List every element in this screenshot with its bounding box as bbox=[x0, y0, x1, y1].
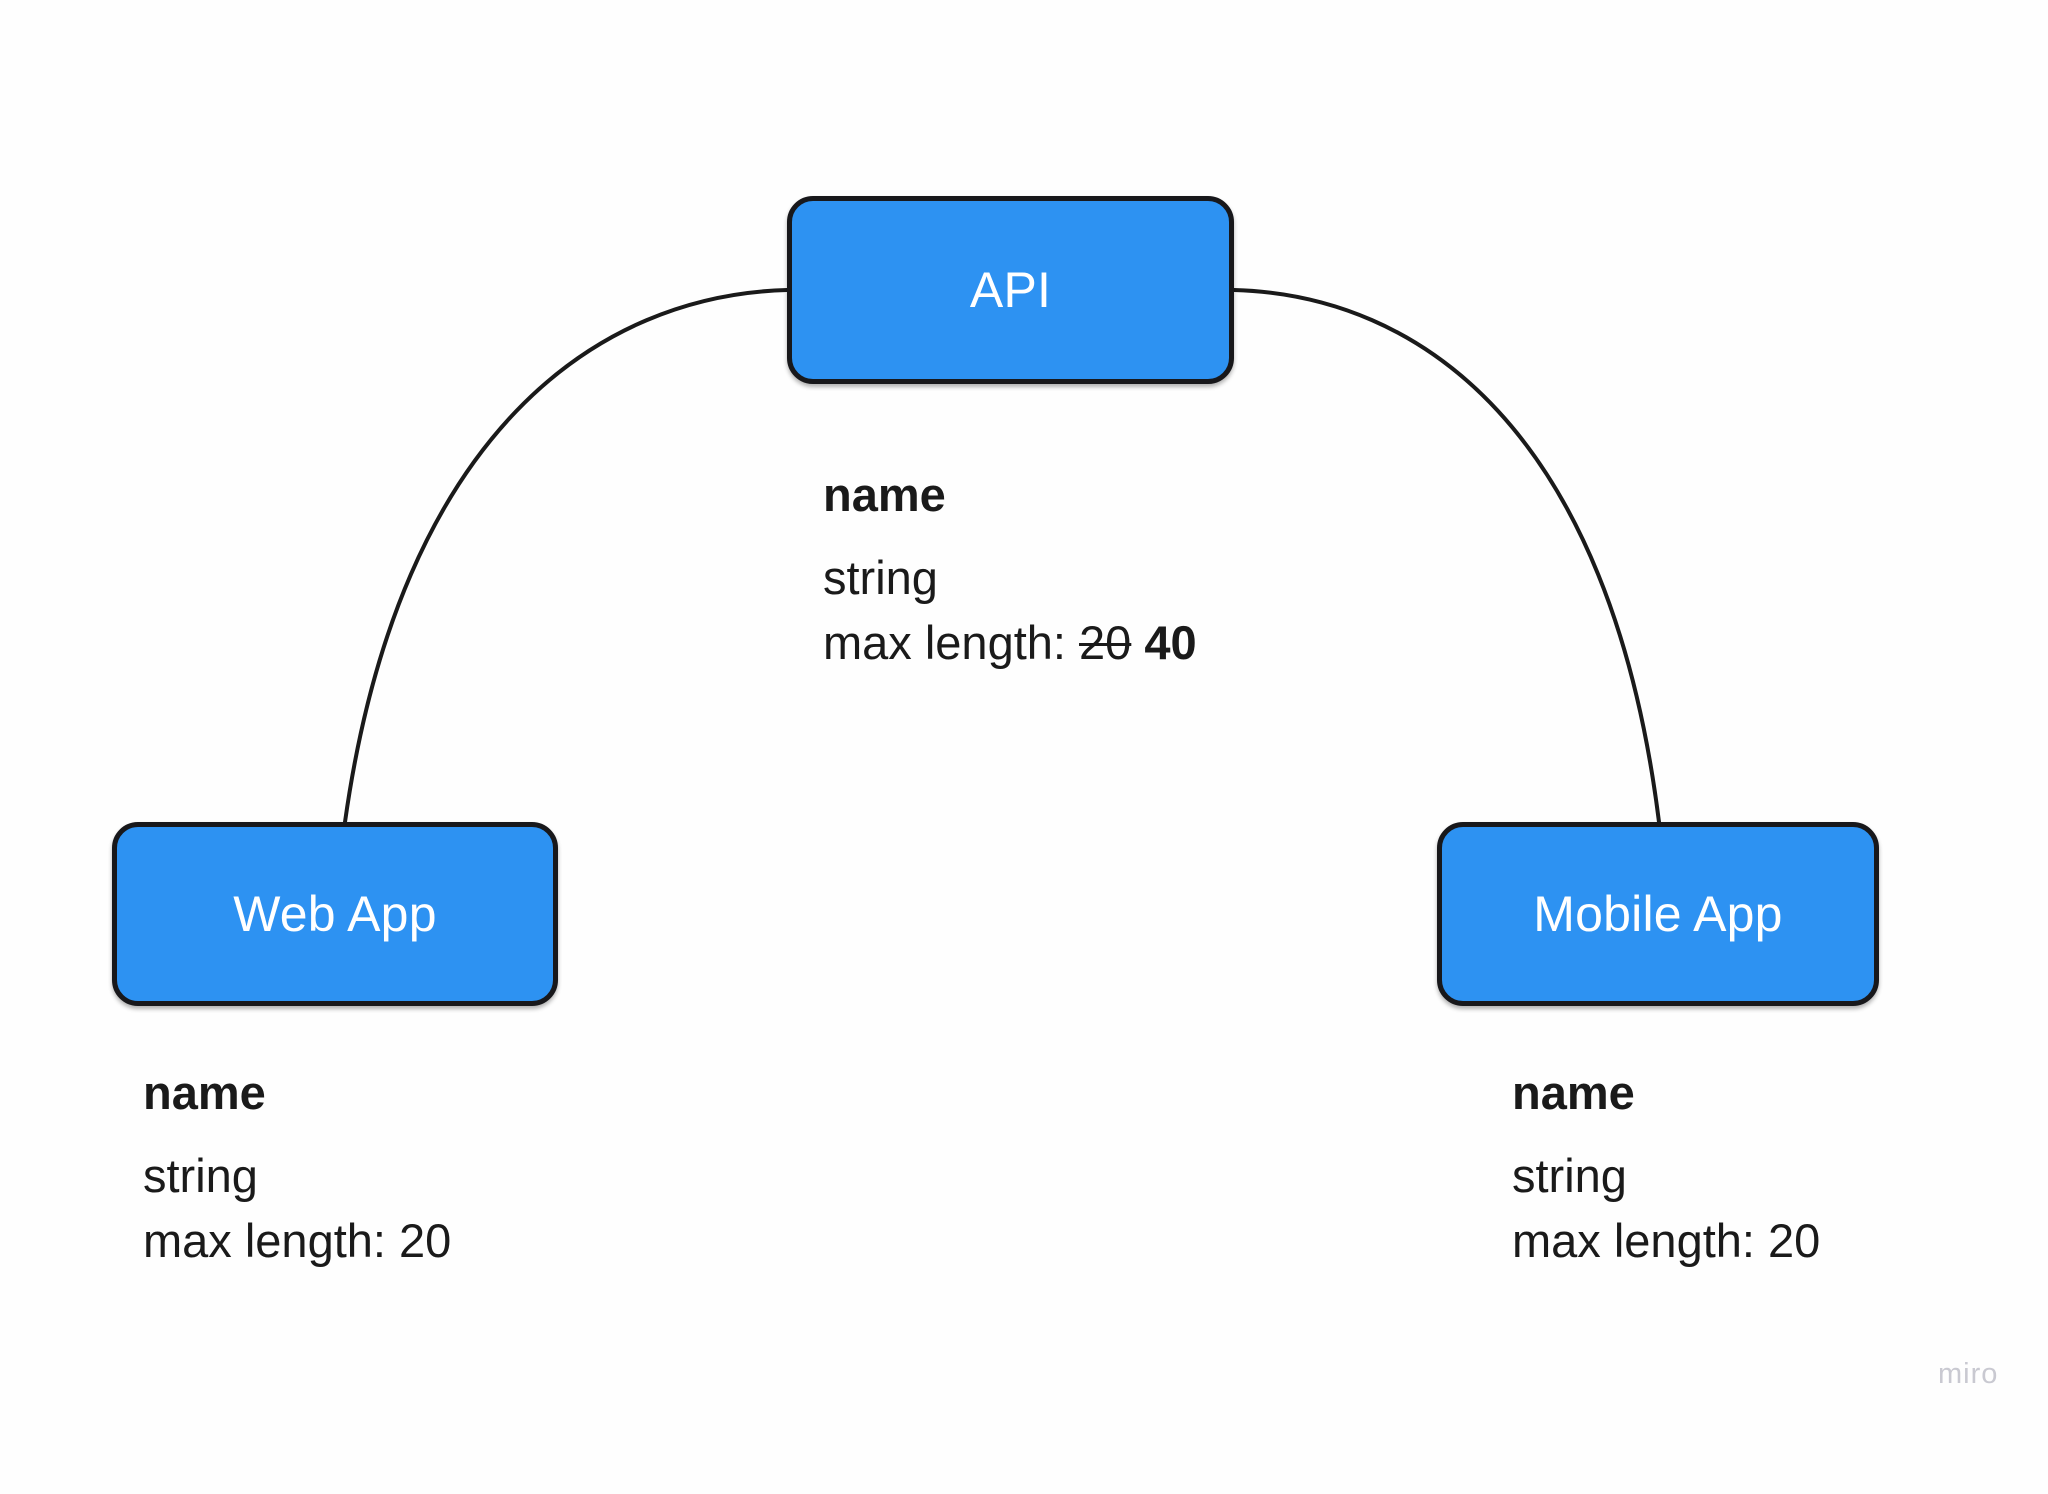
node-mobile-app[interactable]: Mobile App bbox=[1437, 822, 1879, 1006]
annotation-web-app-constraint-value: 20 bbox=[399, 1213, 452, 1267]
annotation-api-constraint: max length: 20 40 bbox=[823, 611, 1197, 676]
annotation-web-app-constraint: max length: 20 bbox=[143, 1209, 451, 1274]
annotation-mobile-app-field-name: name bbox=[1512, 1066, 1635, 1119]
node-api-label: API bbox=[969, 262, 1052, 318]
connector-api-to-mobile[interactable] bbox=[1232, 288, 1661, 824]
annotation-api-constraint-old-value: 20 bbox=[1079, 615, 1132, 669]
annotation-api-constraint-label: max length: bbox=[823, 615, 1066, 669]
annotation-api-field-name: name bbox=[823, 468, 946, 521]
miro-watermark: miro bbox=[1938, 1358, 1999, 1390]
annotation-mobile-app: name string max length: 20 bbox=[1512, 1061, 1820, 1274]
annotation-api-constraint-new-value: 40 bbox=[1144, 615, 1197, 669]
annotation-mobile-app-constraint-value: 20 bbox=[1768, 1213, 1821, 1267]
annotation-mobile-app-constraint-label: max length: bbox=[1512, 1213, 1755, 1267]
annotation-mobile-app-field-type: string bbox=[1512, 1148, 1627, 1202]
annotation-api-field-type: string bbox=[823, 550, 938, 604]
annotation-web-app: name string max length: 20 bbox=[143, 1061, 451, 1274]
annotation-web-app-field-type: string bbox=[143, 1148, 258, 1202]
connector-api-to-web[interactable] bbox=[343, 288, 789, 824]
node-api[interactable]: API bbox=[787, 196, 1234, 384]
annotation-web-app-constraint-label: max length: bbox=[143, 1213, 386, 1267]
annotation-web-app-field-name: name bbox=[143, 1066, 266, 1119]
node-mobile-app-label: Mobile App bbox=[1533, 886, 1783, 942]
annotation-mobile-app-constraint: max length: 20 bbox=[1512, 1209, 1820, 1274]
node-web-app[interactable]: Web App bbox=[112, 822, 558, 1006]
annotation-api: name string max length: 20 40 bbox=[823, 463, 1197, 676]
node-web-app-label: Web App bbox=[233, 886, 437, 942]
